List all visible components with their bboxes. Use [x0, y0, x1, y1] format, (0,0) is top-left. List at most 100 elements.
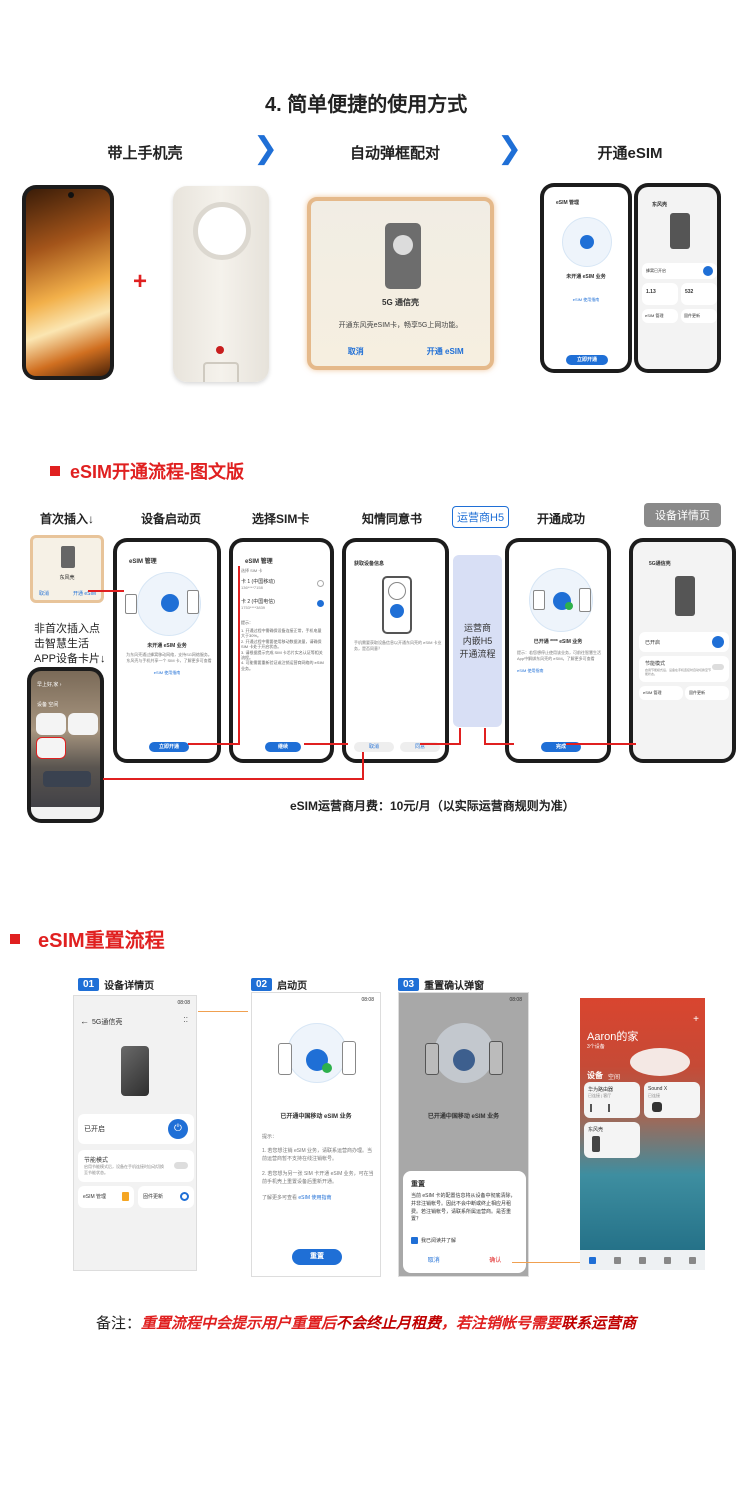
home-app-screen: Aaron的家 3个设备 + 设备 空间 华为路由器 已连接 | 客厅 Soun…: [580, 998, 705, 1270]
reset-detail-screen: 08:08 ← 5G通信壳 ⁚⁚ 已开启 ⏻ 节能模式 启用节能模式后，设备在手…: [73, 995, 197, 1271]
power-icon[interactable]: [703, 266, 713, 276]
phone-device-start: eSIM 管理 未开通 eSIM 业务 为东风壳通过蜂窝移动网络，支持SG网络服…: [113, 538, 221, 763]
device-name: Sound X: [648, 1086, 668, 1092]
detail-power-desc: 启用节能模式后，设备在手机连接时自动切换至节能状态。: [645, 668, 712, 676]
nav-icon[interactable]: [639, 1256, 646, 1264]
step-header-1: 01 设备详情页: [78, 977, 154, 992]
device-card-router[interactable]: 华为路由器 已连接 | 客厅: [584, 1082, 640, 1118]
add-icon[interactable]: +: [693, 1014, 699, 1025]
mini-link[interactable]: eSIM 使用指南: [572, 297, 600, 302]
start-guide-link[interactable]: eSIM 使用指南: [153, 670, 181, 675]
device-card-case[interactable]: 东风壳: [584, 1122, 640, 1158]
mini-status: 蜂窝已开启: [646, 268, 666, 273]
mini-phone-esim-manage: eSIM 管理 未开通 eSIM 业务 eSIM 使用指南 立即开通: [540, 183, 632, 373]
success-done-button[interactable]: 完成: [541, 742, 581, 752]
reset-power-desc: 启用节能模式后，设备在手机连接时自动切换至节能状态。: [84, 1164, 164, 1175]
sim2-radio[interactable]: [317, 600, 324, 607]
consent-agree-button[interactable]: 同意: [400, 742, 440, 752]
popup-cancel-button[interactable]: 取消: [347, 347, 364, 356]
fee-note: eSIM运营商月费：10元/月（以实际运营商规则为准）: [290, 799, 575, 813]
step-label-esim: 开通eSIM: [597, 145, 663, 162]
refresh-icon: [180, 1192, 189, 1201]
checkbox-checked-icon[interactable]: [411, 1237, 418, 1244]
auto-pair-popup: 5G 通信壳 开通东风壳eSIM卡，畅享5G上网功能。 取消 开通 eSIM: [307, 197, 494, 370]
sim1-label[interactable]: 卡 1 (中国移动): [241, 579, 275, 585]
detail-firmware-button[interactable]: 固件更新: [689, 690, 705, 695]
insert-cancel-button[interactable]: 取消: [39, 591, 50, 597]
detail-title: 5G通信壳: [649, 561, 671, 567]
dialog-confirm-button[interactable]: 确认: [489, 1258, 502, 1264]
reset-button[interactable]: 重置: [292, 1249, 342, 1265]
popup-open-esim-button[interactable]: 开通 eSIM: [426, 347, 464, 356]
bullet-square-icon: [10, 933, 20, 944]
consent-cancel-button[interactable]: 取消: [354, 742, 394, 752]
dialog-cancel-button[interactable]: 取消: [427, 1258, 440, 1264]
section1-title: 4. 简单便捷的使用方式: [265, 94, 468, 116]
speaker-icon: [652, 1102, 662, 1112]
step-label-popup: 自动弹框配对: [349, 145, 440, 162]
select-title: eSIM 管理: [245, 559, 273, 565]
step-name: 重置确认弹窗: [424, 981, 485, 992]
reset-detail-status: 已开启: [84, 1126, 105, 1133]
sim1-number: 136****7158: [241, 585, 263, 590]
label-device-start: 设备启动页: [141, 512, 202, 526]
power-mode-toggle[interactable]: [174, 1162, 188, 1169]
mini-esim-manage-button[interactable]: eSIM 管理: [645, 313, 664, 318]
note-part1: 重置流程中会提示用户重置后: [141, 1315, 337, 1332]
home-tab-spaces[interactable]: 空间: [608, 1075, 621, 1081]
status-time: 08:08: [509, 997, 522, 1003]
mini-open-button[interactable]: 立即开通: [566, 355, 608, 365]
step-header-3: 03 重置确认弹窗: [398, 977, 484, 992]
home-greeting: 早上好,家 ›: [37, 682, 62, 688]
insert-card-name: 东风壳: [59, 575, 75, 581]
start-desc: 为东风壳通过蜂窝移动网络，支持SG网络服务。东风壳与手机共享一个 SIM 卡，了…: [126, 652, 212, 663]
status-time: 08:08: [177, 1000, 190, 1006]
carrier-box-line: 开通流程: [459, 648, 496, 659]
select-continue-button[interactable]: 继续: [265, 742, 301, 752]
plus-icon: +: [133, 268, 148, 295]
nav-home-icon[interactable]: [589, 1256, 596, 1264]
label-success: 开通成功: [537, 512, 586, 526]
mini-device-title: 东风壳: [652, 202, 668, 208]
mini-value-1: 1.13: [646, 289, 656, 295]
note-bold: 不会终止月租费: [336, 1315, 442, 1332]
reset-firmware-button[interactable]: 固件更新: [143, 1194, 164, 1200]
step-number: 01: [78, 978, 100, 991]
power-mode-toggle[interactable]: [712, 664, 724, 670]
smart-life-phone: 早上好,家 › 设备 空间: [27, 667, 104, 823]
phone-image: [22, 185, 114, 380]
nav-icon[interactable]: [664, 1256, 671, 1264]
insert-open-button[interactable]: 开通 eSIM: [73, 591, 97, 597]
popup-title: 5G 通信壳: [382, 298, 419, 307]
device-card[interactable]: [36, 737, 66, 759]
device-card-sound[interactable]: Sound X 已连接: [644, 1082, 700, 1118]
nav-icon[interactable]: [614, 1256, 621, 1264]
detail-esim-manage-button[interactable]: eSIM 管理: [643, 690, 662, 695]
home-name[interactable]: Aaron的家: [587, 1031, 639, 1043]
carrier-box-line: 运营商: [463, 622, 491, 633]
nav-icon[interactable]: [689, 1256, 696, 1264]
note-part2: ，若注销帐号需要: [441, 1315, 562, 1332]
label-consent: 知情同意书: [362, 512, 423, 526]
sim1-radio[interactable]: [317, 580, 324, 587]
reset-start-sub: 已开通中国移动 eSIM 业务: [280, 1114, 352, 1120]
success-sub: 已开通 **** eSIM 业务: [533, 639, 583, 645]
mini-firmware-button[interactable]: 固件更新: [684, 313, 700, 318]
power-icon[interactable]: [712, 636, 724, 648]
power-icon[interactable]: ⏻: [168, 1119, 188, 1139]
home-tab-devices[interactable]: 设备: [587, 1071, 603, 1080]
success-guide-link[interactable]: eSIM 使用指南: [517, 668, 544, 673]
file-icon: [122, 1192, 129, 1201]
start-sub: 未开通 eSIM 业务: [147, 643, 187, 649]
section3-heading-text: eSIM重置流程: [38, 930, 165, 952]
reset-guide-link[interactable]: eSIM 使用指南: [298, 1195, 332, 1201]
start-open-button[interactable]: 立即开通: [149, 742, 189, 752]
more-icon[interactable]: ⁚⁚: [183, 1017, 188, 1024]
sim2-label[interactable]: 卡 2 (中国电信): [241, 599, 275, 605]
step-label-case: 带上手机壳: [107, 145, 183, 162]
phone-case-image: [173, 186, 269, 382]
mini-phone-device: 东风壳 蜂窝已开启 1.13 532 eSIM 管理 固件更新: [634, 183, 721, 373]
detail-power-mode: 节能模式: [645, 661, 666, 667]
back-arrow-icon[interactable]: ←: [80, 1016, 89, 1026]
reset-esim-manage-button[interactable]: eSIM 管理: [83, 1194, 107, 1200]
